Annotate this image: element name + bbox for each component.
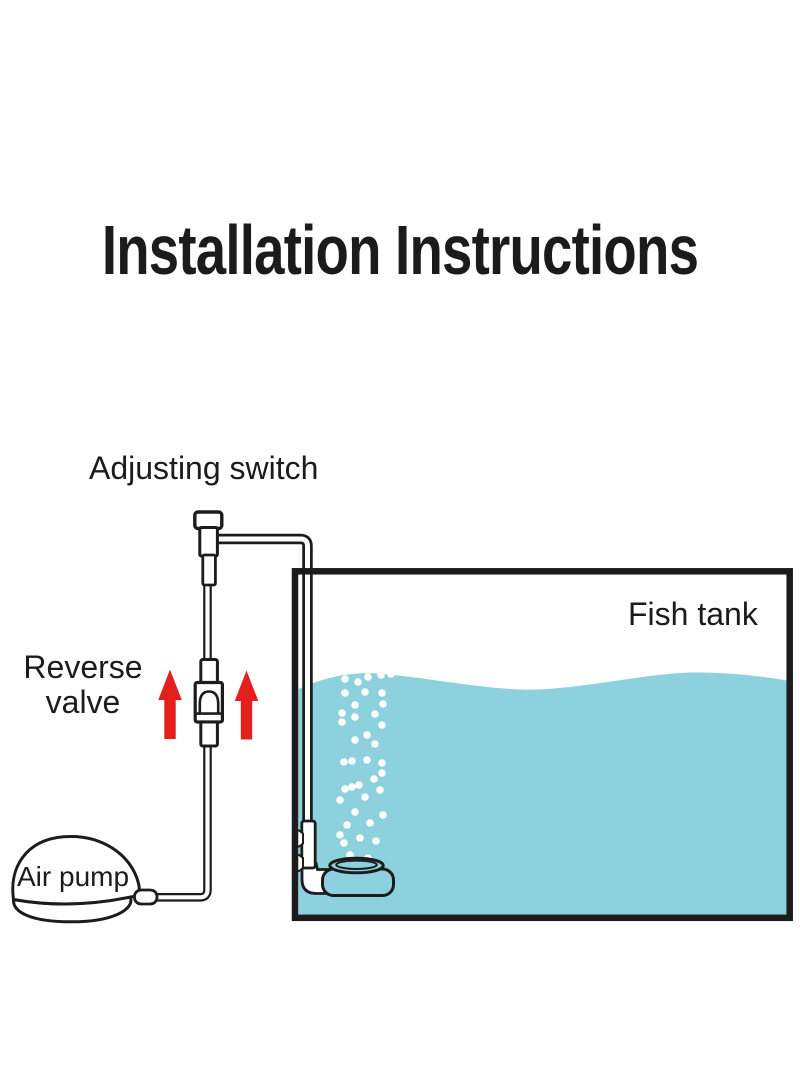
airflow-arrow-left (158, 669, 182, 739)
bubble (356, 834, 364, 842)
bubble (370, 775, 378, 783)
bubble (340, 758, 348, 766)
bubble (361, 688, 369, 696)
bubble (364, 673, 372, 681)
air-pump-label: Air pump (17, 861, 130, 892)
airline-tube-pump (149, 545, 212, 902)
adjusting-switch (193, 510, 224, 587)
page-title: Installation Instructions (101, 211, 699, 289)
bubble (355, 781, 363, 789)
bubble (336, 796, 344, 804)
bubble (351, 701, 359, 709)
bubbles (336, 670, 395, 862)
airline-tube-tank (215, 533, 313, 878)
bubble (363, 731, 371, 739)
bubble (372, 837, 380, 845)
bubble (354, 678, 362, 686)
bubble (378, 721, 386, 729)
bubble (338, 718, 346, 726)
bubble (387, 670, 395, 678)
airflow-arrow-right (234, 670, 259, 740)
fish-tank (215, 533, 793, 922)
bubble (363, 756, 371, 764)
bubble (340, 839, 348, 847)
valve-dome (198, 690, 220, 714)
bubble (343, 821, 351, 829)
valve-lower-connector (199, 720, 219, 748)
tank-outline (291, 568, 793, 922)
air-stone-rim-inner (335, 859, 378, 870)
reverse-valve-label: Reverse valve (23, 649, 143, 720)
adjusting-switch-stem (201, 553, 217, 587)
fish-tank-label: Fish tank (628, 596, 758, 632)
bubble (341, 785, 349, 793)
bubble (348, 783, 356, 791)
bubble (371, 740, 379, 748)
adjusting-switch-body (198, 526, 219, 558)
bubble (351, 713, 359, 721)
bubble (378, 769, 386, 777)
air-pump-nozzle (133, 888, 159, 906)
bubble (341, 689, 349, 697)
bubble (377, 671, 385, 679)
bubble (378, 759, 386, 767)
bubble (361, 793, 369, 801)
reverse-valve (193, 658, 224, 748)
bubble (366, 819, 374, 827)
valve-upper-connector (199, 658, 219, 685)
bubble (351, 808, 359, 816)
bubble (371, 710, 379, 718)
water (298, 672, 787, 915)
bubble (351, 736, 359, 744)
bubble (338, 709, 346, 717)
bubble (376, 786, 384, 794)
bubble (341, 675, 349, 683)
adjusting-switch-label: Adjusting switch (89, 450, 319, 486)
air-pump-body (11, 835, 141, 906)
bubble (378, 689, 386, 697)
air-pump (11, 835, 159, 924)
bubble (379, 700, 387, 708)
air-stone (321, 856, 395, 897)
bubble (336, 831, 344, 839)
bubble (379, 811, 387, 819)
bubble (348, 757, 356, 765)
